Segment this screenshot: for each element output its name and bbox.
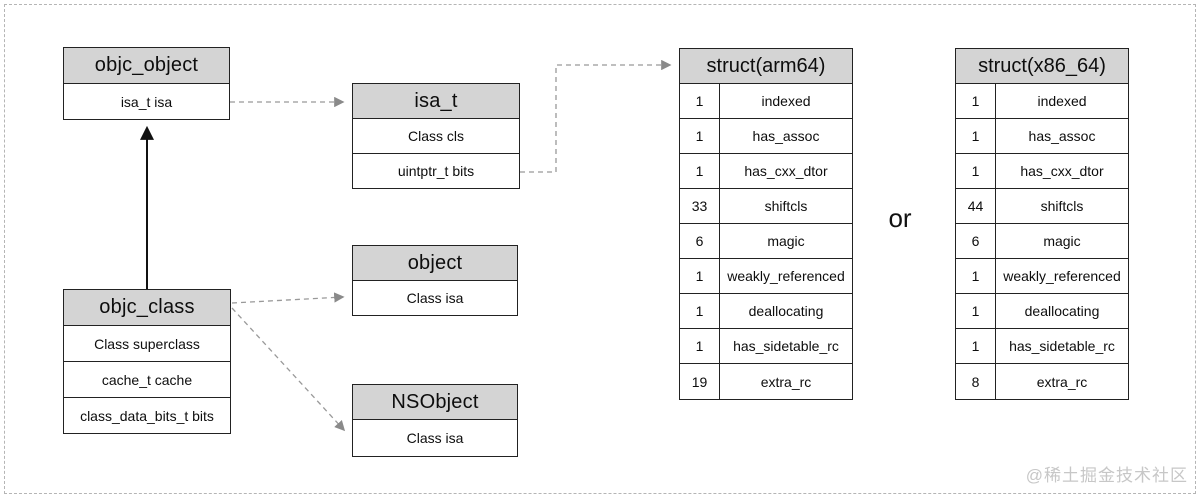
bits-cell: 1 <box>956 84 996 118</box>
field-cell: has_assoc <box>752 128 820 144</box>
bits-cell: 1 <box>956 329 996 363</box>
table-row: 1 has_sidetable_rc <box>680 329 852 364</box>
bits-cell: 1 <box>680 329 720 363</box>
table-row: 1 has_assoc <box>680 119 852 154</box>
field-cell: extra_rc <box>1036 373 1088 390</box>
watermark-text: @稀土掘金技术社区 <box>1025 466 1188 485</box>
box-nsobject: NSObject Class isa <box>352 384 518 457</box>
field-cell: indexed <box>761 93 811 109</box>
arrow-bits-to-struct-arm64 <box>520 59 672 173</box>
table-row: 1 indexed <box>680 84 852 119</box>
box-object-row-isa: Class isa <box>353 281 517 315</box>
or-label: or <box>888 203 912 233</box>
box-object: object Class isa <box>352 245 518 316</box>
bits-cell: 1 <box>680 294 720 328</box>
field-cell: weakly_referenced <box>1003 268 1121 284</box>
field-cell: deallocating <box>1024 303 1100 319</box>
field-cell: shiftcls <box>1040 198 1084 214</box>
bits-cell: 1 <box>956 154 996 188</box>
bits-cell: 1 <box>956 119 996 153</box>
field-cell: indexed <box>1037 93 1087 109</box>
table-row: 1 deallocating <box>680 294 852 329</box>
box-objc-class-row-bits: class_data_bits_t bits <box>64 398 230 433</box>
table-struct-x86-64-title: struct(x86_64) <box>956 49 1128 84</box>
box-objc-object: objc_object isa_t isa <box>63 47 230 120</box>
table-row: 1 deallocating <box>956 294 1128 329</box>
table-row: 6 magic <box>956 224 1128 259</box>
table-row: 1 weakly_referenced <box>680 259 852 294</box>
bits-cell: 19 <box>680 364 720 399</box>
field-cell: has_cxx_dtor <box>1020 163 1104 179</box>
bits-cell: 1 <box>956 294 996 328</box>
box-objc-class-row-superclass: Class superclass <box>64 326 230 362</box>
box-objc-class-title: objc_class <box>64 290 230 326</box>
table-row: 19 extra_rc <box>680 364 852 399</box>
field-cell: has_cxx_dtor <box>744 163 828 179</box>
bits-cell: 1 <box>680 119 720 153</box>
box-isa-t-title: isa_t <box>353 84 519 119</box>
box-nsobject-row-isa: Class isa <box>353 420 517 456</box>
field-cell: magic <box>767 233 805 249</box>
arrow-objc-class-to-object <box>231 292 345 304</box>
box-isa-t-row-bits: uintptr_t bits <box>353 154 519 188</box>
table-row: 33 shiftcls <box>680 189 852 224</box>
arrow-objc-class-to-nsobject <box>231 307 346 432</box>
field-cell: magic <box>1043 233 1081 249</box>
table-struct-x86-64: struct(x86_64) 1 indexed 1 has_assoc 1 h… <box>955 48 1129 400</box>
bits-cell: 1 <box>680 259 720 293</box>
box-objc-object-row-isa: isa_t isa <box>64 84 229 119</box>
field-cell: has_sidetable_rc <box>1009 338 1115 354</box>
field-cell: has_assoc <box>1028 128 1096 144</box>
bits-cell: 1 <box>680 84 720 118</box>
field-cell: has_sidetable_rc <box>733 338 839 354</box>
field-cell: deallocating <box>748 303 824 319</box>
table-row: 6 magic <box>680 224 852 259</box>
box-objc-object-title: objc_object <box>64 48 229 84</box>
box-nsobject-title: NSObject <box>353 385 517 420</box>
field-cell: shiftcls <box>764 198 808 214</box>
table-row: 1 indexed <box>956 84 1128 119</box>
table-row: 1 has_cxx_dtor <box>956 154 1128 189</box>
box-objc-class: objc_class Class superclass cache_t cach… <box>63 289 231 434</box>
bits-cell: 1 <box>680 154 720 188</box>
table-row: 1 has_assoc <box>956 119 1128 154</box>
table-row: 1 has_sidetable_rc <box>956 329 1128 364</box>
table-row: 1 has_cxx_dtor <box>680 154 852 189</box>
table-struct-arm64-title: struct(arm64) <box>680 49 852 84</box>
table-struct-arm64: struct(arm64) 1 indexed 1 has_assoc 1 ha… <box>679 48 853 400</box>
bits-cell: 44 <box>956 189 996 223</box>
table-row: 1 weakly_referenced <box>956 259 1128 294</box>
bits-cell: 8 <box>956 364 996 399</box>
table-row: 8 extra_rc <box>956 364 1128 399</box>
box-object-title: object <box>353 246 517 281</box>
bits-cell: 6 <box>680 224 720 258</box>
table-row: 44 shiftcls <box>956 189 1128 224</box>
box-isa-t-row-cls: Class cls <box>353 119 519 154</box>
bits-cell: 33 <box>680 189 720 223</box>
box-objc-class-row-cache: cache_t cache <box>64 362 230 398</box>
field-cell: weakly_referenced <box>727 268 845 284</box>
field-cell: extra_rc <box>760 373 812 390</box>
bits-cell: 1 <box>956 259 996 293</box>
box-isa-t: isa_t Class cls uintptr_t bits <box>352 83 520 189</box>
bits-cell: 6 <box>956 224 996 258</box>
